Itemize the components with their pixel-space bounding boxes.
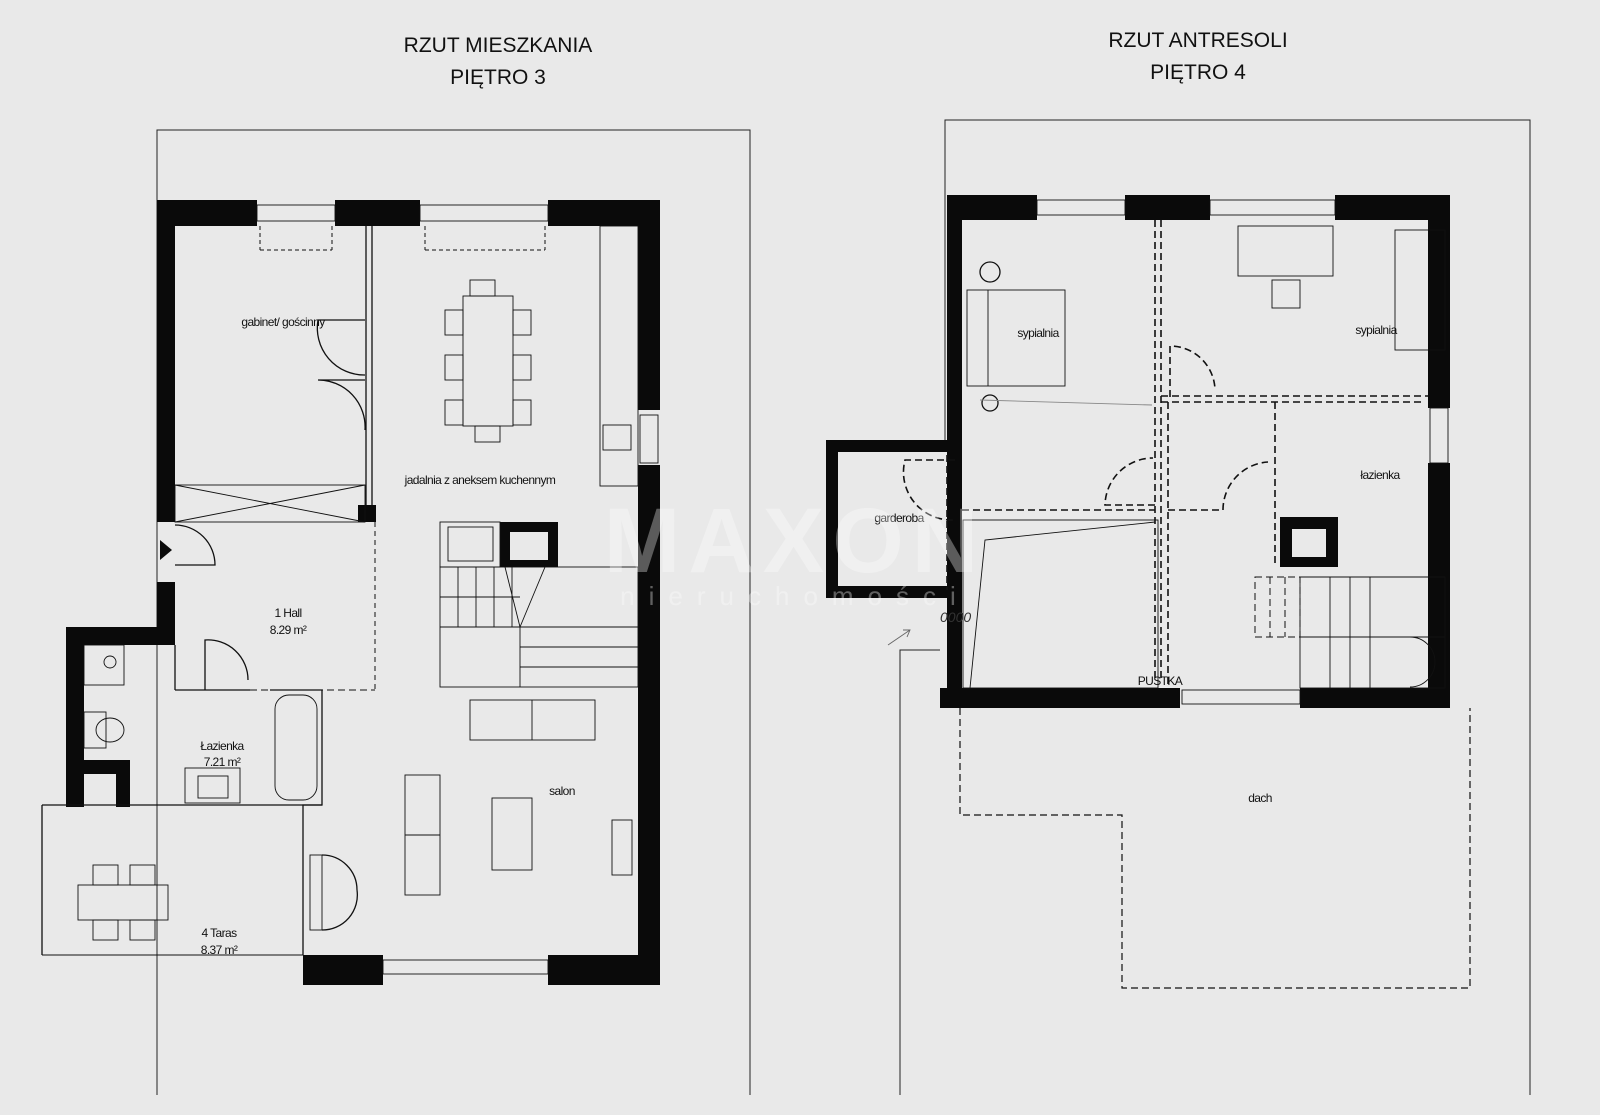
right-plan-title: RZUT ANTRESOLI — [1108, 29, 1287, 52]
room-area-hall: 8.29 m² — [270, 623, 307, 637]
left-plan-walls — [66, 200, 660, 985]
right-plan-floor: PIĘTRO 4 — [1150, 61, 1246, 84]
room-area-terrace: 8.37 m² — [201, 943, 238, 957]
room-label-bedroom-2: sypialnia — [1355, 323, 1397, 337]
right-sheet-border — [899, 119, 1531, 1095]
room-label-bathroom: Łazienka — [200, 739, 244, 753]
left-plan-title: RZUT MIESZKANIA — [404, 34, 593, 57]
room-label-bedroom-1: sypialnia — [1017, 326, 1059, 340]
right-plan-lines: 0000 — [887, 199, 1471, 989]
left-plan-lines — [41, 204, 659, 975]
left-sheet-border — [156, 129, 751, 1095]
room-label-void: PUSTKA — [1138, 674, 1183, 688]
room-area-bathroom: 7.21 m² — [204, 755, 241, 769]
room-label-dining: jadalnia z aneksem kuchennym — [404, 473, 556, 487]
room-label-living: salon — [549, 784, 575, 798]
watermark-brand: MAXON — [604, 490, 986, 592]
watermark-subtitle: nieruchomości — [620, 581, 970, 611]
right-plan-walls — [826, 195, 1450, 708]
room-label-terrace: 4 Taras — [202, 926, 238, 940]
room-label-hall: 1 Hall — [274, 606, 301, 620]
room-label-bathroom-upper: łazienka — [1360, 468, 1400, 482]
left-plan-floor: PIĘTRO 3 — [450, 66, 546, 89]
room-label-office: gabinet/ gościnny — [241, 315, 325, 329]
handwritten-note: 0000 — [940, 609, 971, 625]
room-label-roof: dach — [1248, 791, 1272, 805]
room-label-wardrobe: garderoba — [874, 511, 924, 525]
